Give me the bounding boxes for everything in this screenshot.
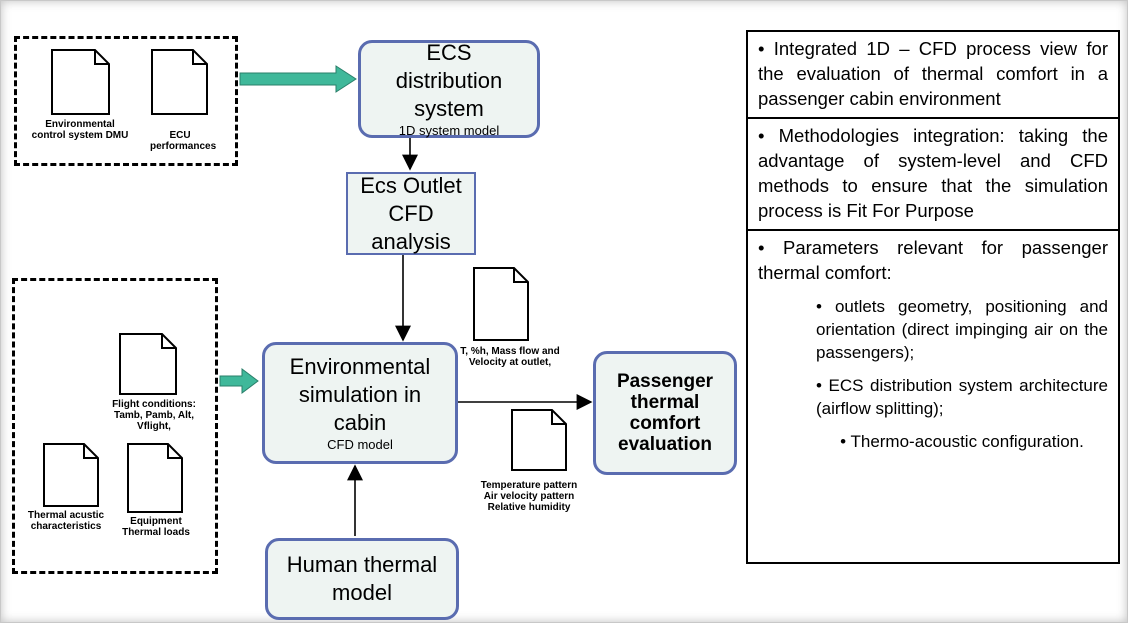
panel-parameter-item: • ECS distribution system architecture (… [816,376,1108,418]
block-arrow-to-env-sim [219,368,259,394]
doc-label-flight-conditions: Flight conditions: Tamb, Pamb, Alt, Vfli… [112,399,196,432]
ecs-outlet-title: Ecs Outlet CFD analysis [360,172,462,254]
ecs-distribution-box: ECS distribution system 1D system model [358,40,540,138]
passenger-eval-title: Passenger thermal comfort evaluation [616,371,714,455]
human-thermal-box: Human thermal model [265,538,459,620]
ecs-distribution-subtitle: 1D system model [398,123,500,138]
description-panel: • Integrated 1D – CFD process view for t… [746,30,1120,564]
document-icon-patterns [511,409,567,471]
block-arrow-to-ecs [239,65,357,93]
document-icon-outlet-params [473,267,529,341]
env-sim-subtitle: CFD model [327,437,393,452]
human-thermal-title: Human thermal model [286,552,438,605]
doc-label-equipment-loads: Equipment Thermal loads [122,516,190,538]
doc-label-thermal-acustic: Thermal acustic characteristics [27,510,105,532]
document-icon-ecu-performances [151,49,208,115]
panel-parameter-item: • Thermo-acoustic configuration. [840,432,1084,451]
ecs-distribution-title: ECS distribution system [395,40,503,121]
panel-section-parameters: • Parameters relevant for passenger ther… [748,231,1118,457]
env-sim-title: Environmental simulation in cabin [289,354,431,435]
doc-label-patterns: Temperature pattern Air velocity pattern… [480,480,578,513]
dashed-group-ecs-inputs [14,36,238,166]
doc-label-ecu-performances: ECU performances [150,130,217,152]
document-icon-thermal-acustic [43,443,99,507]
dashed-group-cabin-inputs [12,278,218,574]
doc-label-ecs-dmu: Environmental control system DMU [31,119,129,141]
passenger-eval-box: Passenger thermal comfort evaluation [593,351,737,475]
document-icon-ecs-dmu [51,49,110,115]
panel-section-methodologies: • Methodologies integration: taking the … [748,119,1118,231]
panel-parameter-item: • outlets geometry, positioning and orie… [816,297,1108,362]
env-sim-box: Environmental simulation in cabin CFD mo… [262,342,458,464]
ecs-outlet-box: Ecs Outlet CFD analysis [346,172,476,255]
doc-label-outlet-params: T, %h, Mass flow and Velocity at outlet, [460,346,560,368]
document-icon-flight-conditions [119,333,177,395]
document-icon-equipment-loads [127,443,183,513]
panel-parameters-intro: • Parameters relevant for passenger ther… [758,237,1108,283]
panel-section-process-view: • Integrated 1D – CFD process view for t… [748,32,1118,119]
